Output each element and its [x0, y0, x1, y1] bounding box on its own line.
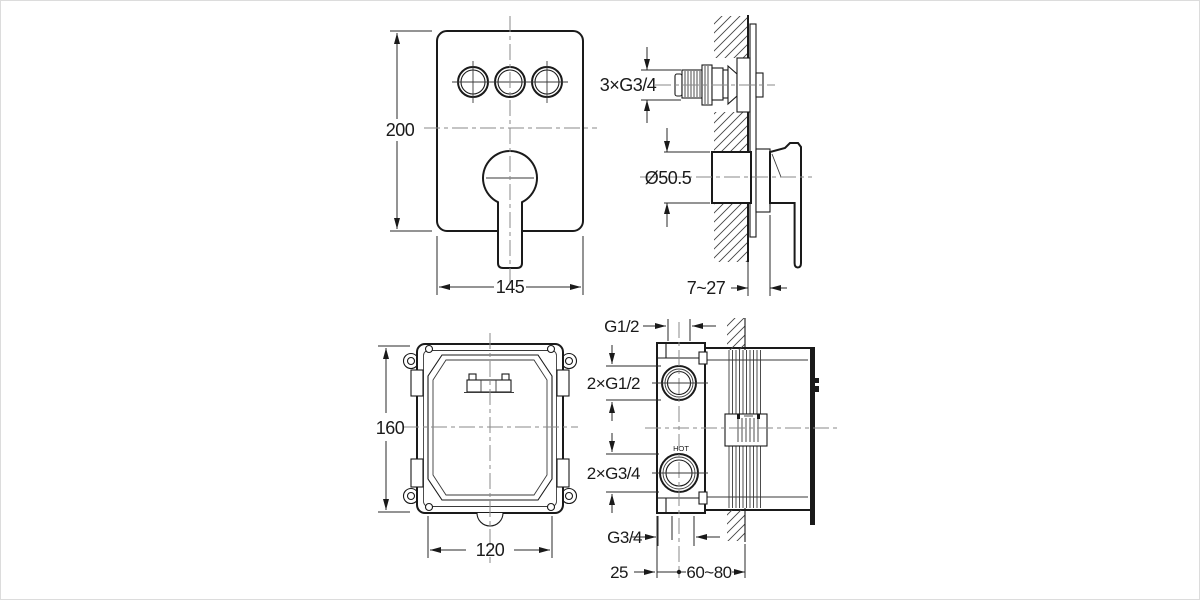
handle-side [769, 142, 802, 269]
wall-hatch-top [714, 16, 748, 58]
wall-hatch-bottom [714, 203, 748, 262]
wall-hatch-mid [714, 112, 748, 152]
dim-wall-depth: 7~27 [687, 215, 787, 298]
box-opening-outer [427, 354, 553, 501]
adjuster-block [724, 413, 768, 447]
trim-side-view: 3×G3/4 Ø50.5 7~27 [600, 15, 812, 298]
dim-body-diameter: Ø50.5 [645, 128, 710, 227]
dim-box-height: 160 [376, 345, 410, 513]
handle-escutcheon [755, 148, 771, 213]
plate-edge [749, 23, 757, 238]
bottom-notch [476, 512, 504, 527]
front-panel-view: 200 145 [386, 16, 597, 297]
dim-bottom-port: G3/4 [607, 516, 720, 547]
port-crosshairs [652, 382, 708, 474]
dim-offset-and-depth: 25 60~80 [610, 516, 746, 582]
dim-label-160: 160 [376, 418, 405, 438]
dim-panel-width: 145 [436, 236, 584, 297]
rough-in-box-front-view: 160 120 [376, 333, 578, 563]
dim-label-depth: 7~27 [687, 278, 726, 298]
screw-holes [406, 344, 574, 512]
dim-label-2xg12: 2×G1/2 [587, 374, 640, 393]
dim-label-2xg34: 2×G3/4 [587, 464, 640, 483]
dim-label-25: 25 [610, 563, 628, 582]
dim-label-120: 120 [476, 540, 505, 560]
top-bracket-detail [464, 373, 514, 393]
dim-thread: 3×G3/4 [600, 47, 681, 123]
wall-hatch-bottom [727, 510, 745, 541]
dim-box-width: 120 [427, 516, 553, 560]
dim-label-200: 200 [386, 120, 415, 140]
dim-label-diameter: Ø50.5 [645, 168, 692, 188]
wall-hatch-top [727, 318, 745, 350]
box-opening-inner [432, 359, 548, 496]
rough-in-box-side-view: HOT G1/2 2×G1/2 2×G3/4 [587, 317, 840, 582]
dim-label-g34: G3/4 [607, 528, 642, 547]
back-plate [810, 347, 819, 525]
dim-upper-ports: 2×G1/2 [587, 345, 661, 421]
lever-handle [482, 150, 538, 269]
hot-label: HOT [673, 444, 689, 453]
dim-lower-ports: 2×G3/4 [587, 433, 659, 513]
dim-label-g12: G1/2 [604, 317, 639, 336]
dim-label-6080: 60~80 [686, 563, 731, 582]
dim-label-145: 145 [496, 277, 525, 297]
dim-panel-height: 200 [386, 30, 432, 232]
dim-label-3xg34: 3×G3/4 [600, 75, 657, 95]
dim-top-port: G1/2 [604, 317, 716, 341]
side-tabs [410, 369, 570, 488]
